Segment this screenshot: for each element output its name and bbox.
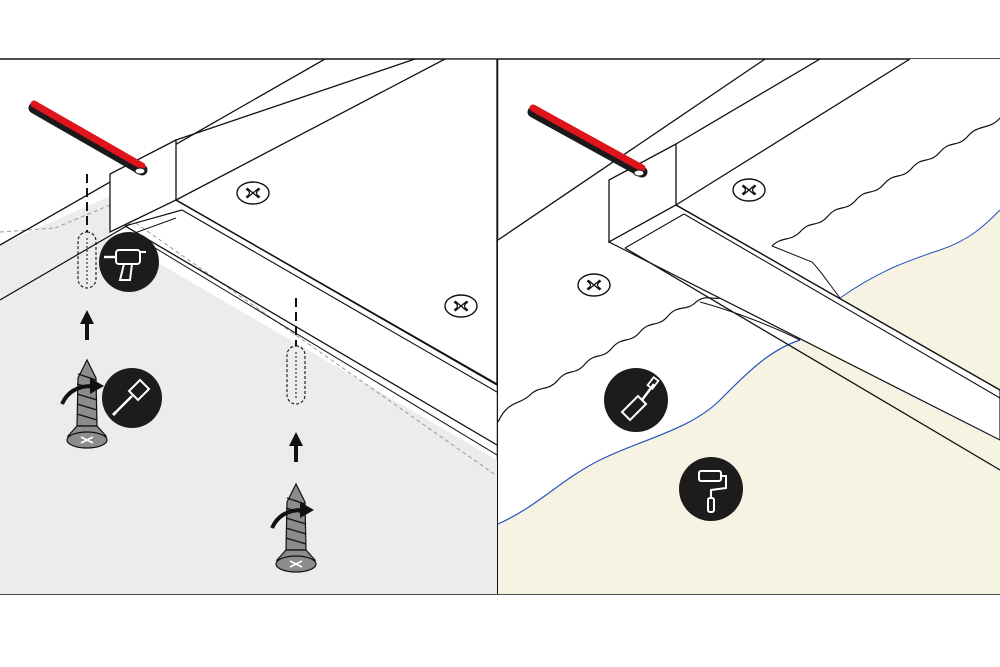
- plaster-layer: [498, 340, 1000, 594]
- screwdriver-icon: [102, 368, 162, 428]
- profile-bar: [607, 204, 1000, 441]
- panel-step-2: [498, 59, 1000, 594]
- paint-roller-icon: [679, 457, 743, 521]
- screw-head-mark: [444, 294, 478, 318]
- screw-head-mark: [577, 273, 611, 297]
- tape-red: [529, 104, 646, 172]
- wall-surface: [0, 196, 497, 594]
- panel-step-1: [0, 59, 497, 594]
- screw-head-mark: [236, 181, 270, 205]
- screw-head-mark: [732, 178, 766, 202]
- tape-red: [30, 100, 146, 170]
- drill-icon: [99, 232, 159, 292]
- putty-knife-icon: [604, 368, 668, 432]
- tape-black: [527, 106, 648, 178]
